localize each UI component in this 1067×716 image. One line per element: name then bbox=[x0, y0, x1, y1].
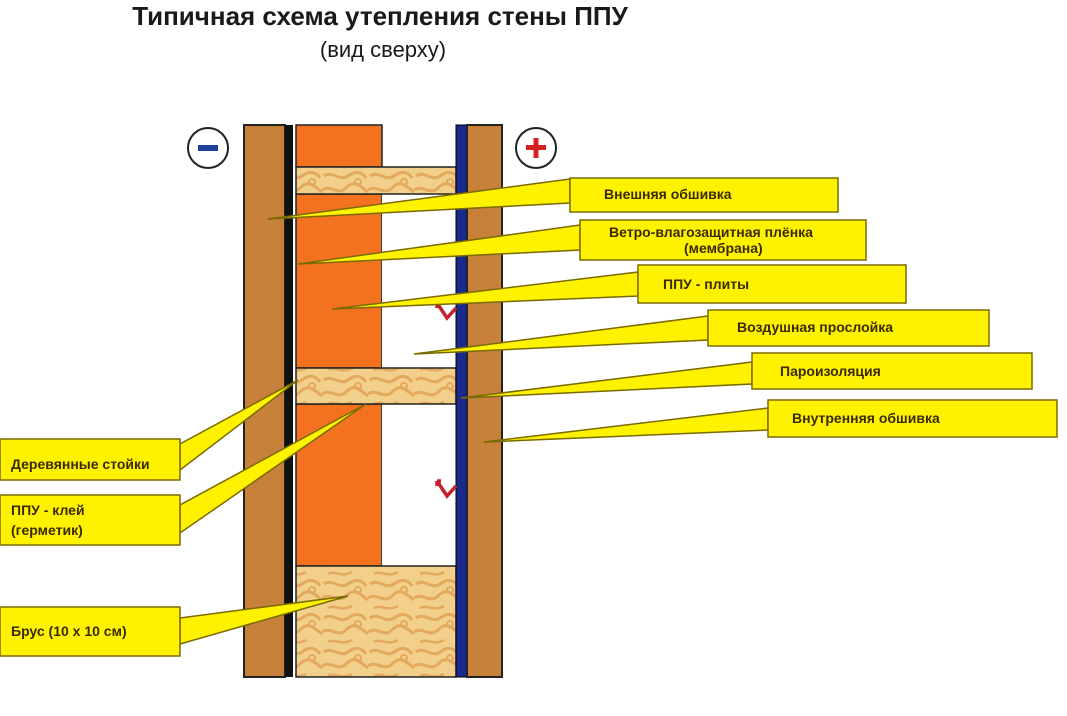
airflow-arrow-icon bbox=[435, 479, 458, 499]
label-membrane-line1: Ветро-влагозащитная плёнка bbox=[609, 224, 813, 240]
label-ppu-boards: ППУ - плиты bbox=[663, 276, 749, 292]
diagram-title: Типичная схема утепления стены ППУ bbox=[132, 1, 628, 31]
windproof-membrane bbox=[285, 125, 293, 677]
minus-sign-icon bbox=[187, 127, 229, 169]
callout-vapor-barrier: Пароизоляция bbox=[460, 352, 1033, 399]
callout-membrane: Ветро-влагозащитная плёнка (мембрана) bbox=[297, 219, 867, 265]
label-vapor-barrier: Пароизоляция bbox=[780, 363, 881, 379]
ppu-board-lower bbox=[295, 403, 383, 567]
callout-wooden-studs: Деревянные стойки bbox=[0, 379, 299, 481]
diagram-subtitle: (вид сверху) bbox=[320, 37, 446, 62]
callout-outer-cladding: Внешняя обшивка bbox=[267, 177, 839, 220]
wooden-beam bbox=[295, 565, 457, 678]
label-membrane-line2: (мембрана) bbox=[684, 240, 763, 256]
inner-cladding-board bbox=[466, 124, 503, 678]
ppu-board-top bbox=[295, 124, 383, 168]
wooden-stud-top bbox=[295, 166, 457, 195]
callout-inner-cladding: Внутренняя обшивка bbox=[483, 399, 1058, 443]
callout-ppu-boards: ППУ - плиты bbox=[331, 264, 907, 310]
label-ppu-glue-line2: (герметик) bbox=[11, 522, 83, 538]
callout-air-gap: Воздушная прослойка bbox=[413, 309, 990, 355]
air-gap-lower bbox=[382, 404, 454, 566]
plus-sign-icon bbox=[515, 127, 557, 169]
callout-ppu-glue: ППУ - клей (герметик) bbox=[0, 403, 367, 546]
label-outer-cladding: Внешняя обшивка bbox=[604, 186, 732, 202]
label-beam: Брус (10 x 10 см) bbox=[11, 623, 127, 639]
label-wooden-studs: Деревянные стойки bbox=[11, 456, 150, 472]
wooden-stud-middle bbox=[295, 367, 457, 405]
label-ppu-glue-line1: ППУ - клей bbox=[11, 502, 85, 518]
label-air-gap: Воздушная прослойка bbox=[737, 319, 893, 335]
ppu-board-middle bbox=[295, 193, 383, 369]
air-gap-top bbox=[382, 194, 454, 368]
label-inner-cladding: Внутренняя обшивка bbox=[792, 410, 940, 426]
callout-beam: Брус (10 x 10 см) bbox=[0, 595, 349, 657]
